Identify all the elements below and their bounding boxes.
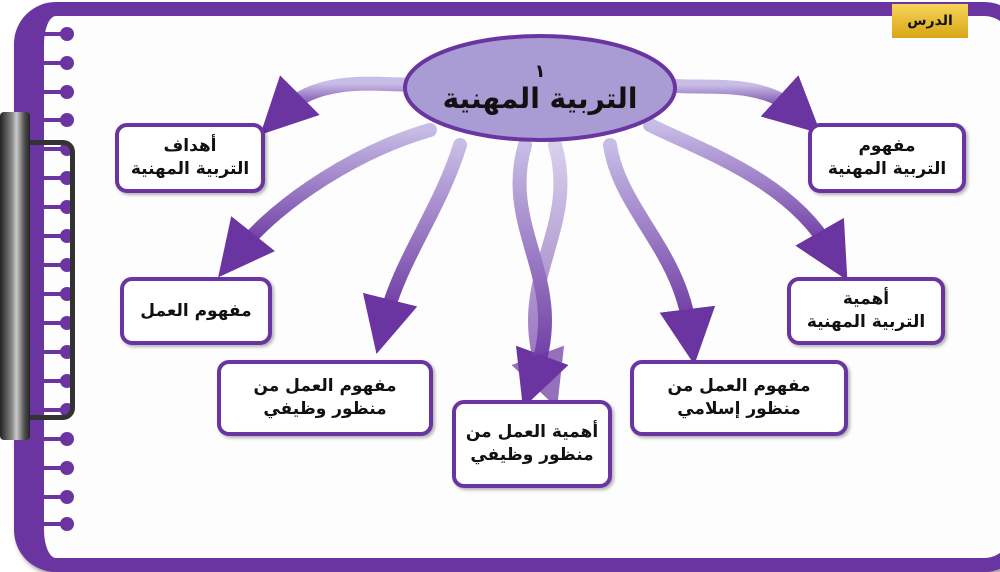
node-text: التربية المهنية xyxy=(806,312,926,332)
center-title: التربية المهنية xyxy=(442,82,638,115)
node-text: التربية المهنية xyxy=(130,159,250,179)
arrow-to-work-importance xyxy=(512,138,569,408)
node-text: مفهوم العمل xyxy=(140,300,252,321)
node-text: مفهوم العمل من xyxy=(667,376,811,397)
arrow-to-work-concept xyxy=(218,123,437,278)
arrow-to-concept xyxy=(658,75,821,134)
node-text: أهداف xyxy=(163,136,217,157)
node-text: أهمية العمل من xyxy=(465,422,599,443)
node-text: مفهوم العمل من xyxy=(253,376,397,397)
node-text: منظور وظيفي xyxy=(263,399,387,419)
node-text: مفهوم xyxy=(858,136,916,157)
arrow-to-islamic xyxy=(603,138,716,365)
node-text: منظور وظيفي xyxy=(470,445,594,465)
clipboard-clip xyxy=(0,112,30,440)
arrow-to-functional xyxy=(362,138,467,354)
arrow-to-goals xyxy=(260,75,427,135)
arrow-to-importance xyxy=(643,118,848,281)
center-topic: ١ التربية المهنية xyxy=(405,36,675,140)
center-ellipse xyxy=(403,34,677,142)
node-text: أهمية xyxy=(842,289,890,310)
lesson-number: ١ xyxy=(534,61,546,82)
node-work-concept[interactable]: مفهوم العمل xyxy=(120,277,272,345)
node-text: التربية المهنية xyxy=(827,159,947,179)
lesson-tag: الدرس xyxy=(892,4,968,38)
clip-wire xyxy=(26,140,75,420)
node-text: منظور إسلامي xyxy=(677,399,801,419)
